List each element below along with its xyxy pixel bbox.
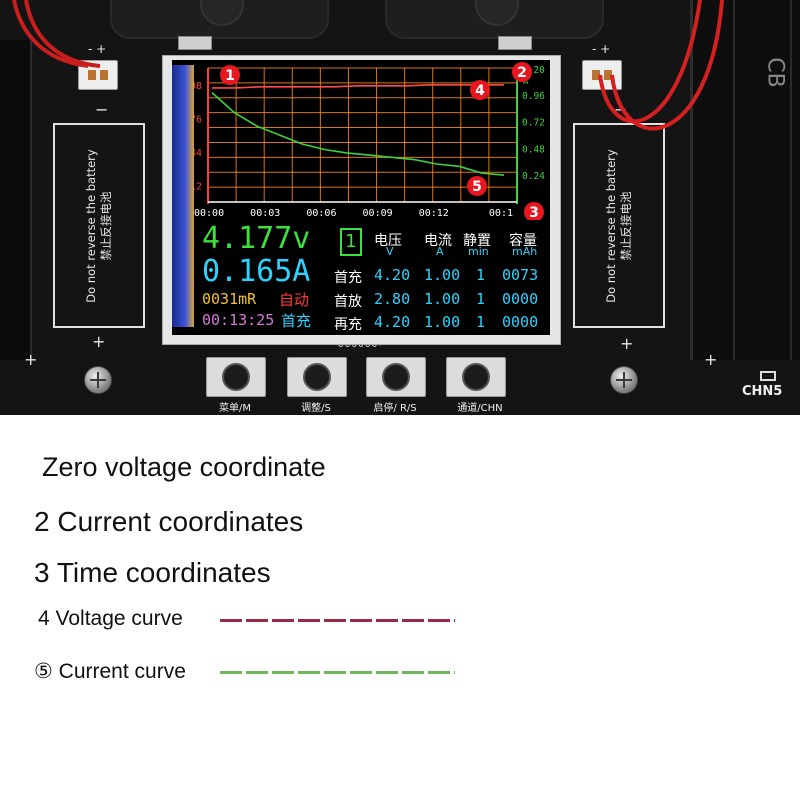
voltage-reading: 4.177v (202, 221, 311, 256)
connector-right-polarity: - + (592, 42, 611, 56)
legend-current-coordinates: 2 Current coordinates (34, 506, 304, 537)
current-tick-label: 0.96 (522, 91, 545, 102)
current-reading: 0.165A (202, 254, 311, 289)
legend-current-line (220, 671, 455, 674)
lcd-flex-edge (172, 65, 194, 327)
current-unit-label: A (523, 77, 529, 86)
row-capacity: 0000 (502, 313, 539, 331)
battery-rail-left (0, 40, 32, 360)
current-curve (211, 92, 505, 176)
callout-number: 3 (529, 205, 539, 220)
battery-outline-right: Do not reverse the battery 禁止反接电池 (573, 123, 665, 328)
row-current: 1.00 (424, 266, 461, 284)
time-tick-label: 00:06 (306, 208, 336, 219)
button-cap-icon (462, 363, 490, 391)
battery-outline-left: Do not reverse the battery 禁止反接电池 (53, 123, 145, 328)
button-cap-icon (222, 363, 250, 391)
callout-circle (512, 62, 532, 82)
callout-circle (524, 202, 544, 220)
header-capacity: 容量 (509, 233, 537, 249)
mounting-screw (610, 366, 638, 394)
row-rest: 1 (476, 313, 486, 331)
button-cap-icon (382, 363, 410, 391)
legend-time-coordinates: 3 Time coordinates (34, 557, 271, 588)
channel-button-label: 通道/CHN (457, 403, 503, 414)
current-tick-label: 0.24 (522, 171, 545, 182)
cooling-fan-left (110, 0, 329, 39)
header-capacity-unit: mAh (512, 245, 538, 258)
menu-button-label: 菜单/M (219, 403, 251, 414)
callout-number: 2 (517, 65, 527, 81)
callout-circle (470, 80, 490, 100)
current-tick-label: 1.20 (522, 65, 545, 76)
header-rest-unit: min (468, 245, 489, 258)
header-current: 电流 (424, 233, 452, 249)
row-capacity: 0000 (502, 290, 539, 308)
callout-number: 1 (225, 68, 235, 84)
legend-current-curve: ⑤ Current curve (34, 660, 186, 683)
callout-number: 4 (475, 83, 485, 99)
header-voltage: 电压 (374, 233, 402, 249)
menu-button[interactable] (206, 357, 266, 397)
row-label: 再充 (334, 317, 362, 333)
row-voltage: 4.20 (374, 313, 411, 331)
row-label: 首放 (334, 294, 362, 310)
legend-zero-voltage: Zero voltage coordinate (42, 452, 326, 482)
row-rest: 1 (476, 266, 486, 284)
voltage-curve (212, 83, 504, 89)
channel-led-icon (760, 371, 776, 381)
row-label: 首充 (334, 270, 362, 286)
mounting-screw (84, 366, 112, 394)
cooling-fan-right (385, 0, 604, 39)
start-stop-button-label: 启停/ R/S (373, 403, 417, 414)
smd-pad (498, 36, 532, 50)
pin-header-label: 000000- (338, 340, 383, 350)
start-stop-button[interactable] (366, 357, 426, 397)
current-tick-label: 0.48 (522, 144, 545, 155)
row-rest: 1 (476, 290, 486, 308)
jst-connector-left (78, 60, 118, 90)
lcd-graph: 4.083.763.443.121.200.960.720.480.24A00:… (178, 62, 545, 220)
row-current: 1.00 (424, 290, 461, 308)
time-tick-label: 00:00 (194, 208, 224, 219)
header-rest: 静置 (463, 233, 491, 249)
legend-voltage-curve: 4 Voltage curve (38, 607, 183, 630)
channel-label: CHN5 (742, 384, 783, 399)
callout-circle (467, 176, 487, 196)
lcd-screen: 4.083.763.443.121.200.960.720.480.24A00:… (172, 60, 550, 335)
adjust-button-label: 调整/S (301, 403, 331, 414)
mode-first-charge: 首充 (281, 312, 312, 330)
row-capacity: 0073 (502, 266, 539, 284)
channel-button[interactable] (446, 357, 506, 397)
connector-left-polarity: - + (88, 42, 107, 56)
header-current-unit: A (436, 245, 444, 258)
callout-circle (220, 65, 240, 85)
time-tick-label: 00:1 (489, 208, 513, 219)
smd-pad (178, 36, 212, 50)
time-tick-label: 00:09 (363, 208, 393, 219)
button-cap-icon (303, 363, 331, 391)
time-tick-label: 00:12 (419, 208, 449, 219)
header-voltage-unit: V (386, 245, 394, 258)
resistance-reading: 0031mR (202, 290, 257, 308)
time-tick-label: 00:03 (250, 208, 280, 219)
elapsed-time: 00:13:25 (202, 311, 275, 329)
row-voltage: 2.80 (374, 290, 411, 308)
adjust-button[interactable] (287, 357, 347, 397)
current-tick-label: 0.72 (522, 118, 545, 129)
legend-voltage-line (220, 619, 455, 622)
mode-auto: 自动 (279, 291, 310, 309)
battery-holder-right (690, 0, 800, 360)
channel-indicator: 1 (340, 228, 362, 256)
callout-number: 5 (472, 179, 482, 195)
row-current: 1.00 (424, 313, 461, 331)
red-wires (12, 0, 724, 131)
row-voltage: 4.20 (374, 266, 411, 284)
